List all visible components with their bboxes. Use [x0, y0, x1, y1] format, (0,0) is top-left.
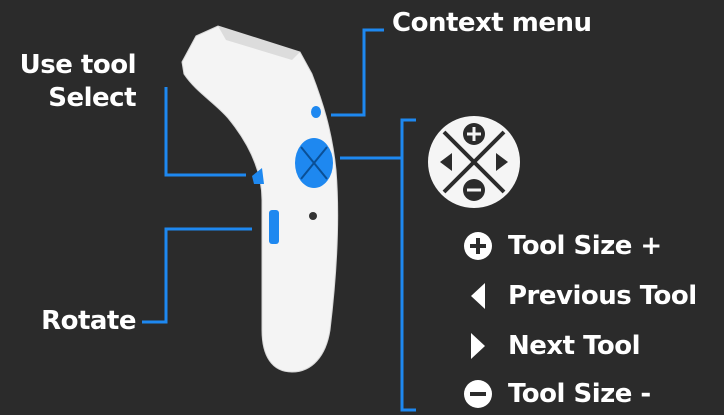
- context-menu-callout: [331, 30, 384, 115]
- thumbstick-legend-icon: [428, 116, 520, 208]
- menu-button: [311, 106, 321, 118]
- system-button: [309, 212, 317, 220]
- list-item-label: Previous Tool: [508, 281, 697, 311]
- list-item-label: Next Tool: [508, 331, 640, 361]
- vr-controller: [182, 26, 338, 372]
- grip-button: [269, 210, 279, 244]
- thumbstick-pad: [295, 138, 333, 188]
- plus-circle-icon: [461, 229, 495, 263]
- use-tool-label: Use tool: [20, 50, 136, 80]
- select-label: Select: [48, 83, 136, 113]
- triangle-right-icon: [461, 329, 495, 363]
- list-item-label: Tool Size -: [508, 379, 651, 409]
- minus-circle-icon: [461, 377, 495, 411]
- context-menu-label: Context menu: [392, 8, 592, 38]
- list-item-label: Tool Size +: [508, 231, 662, 261]
- rotate-label: Rotate: [41, 306, 136, 336]
- triangle-left-icon: [461, 279, 495, 313]
- actions-bracket: [402, 120, 416, 410]
- rotate-callout: [142, 229, 252, 322]
